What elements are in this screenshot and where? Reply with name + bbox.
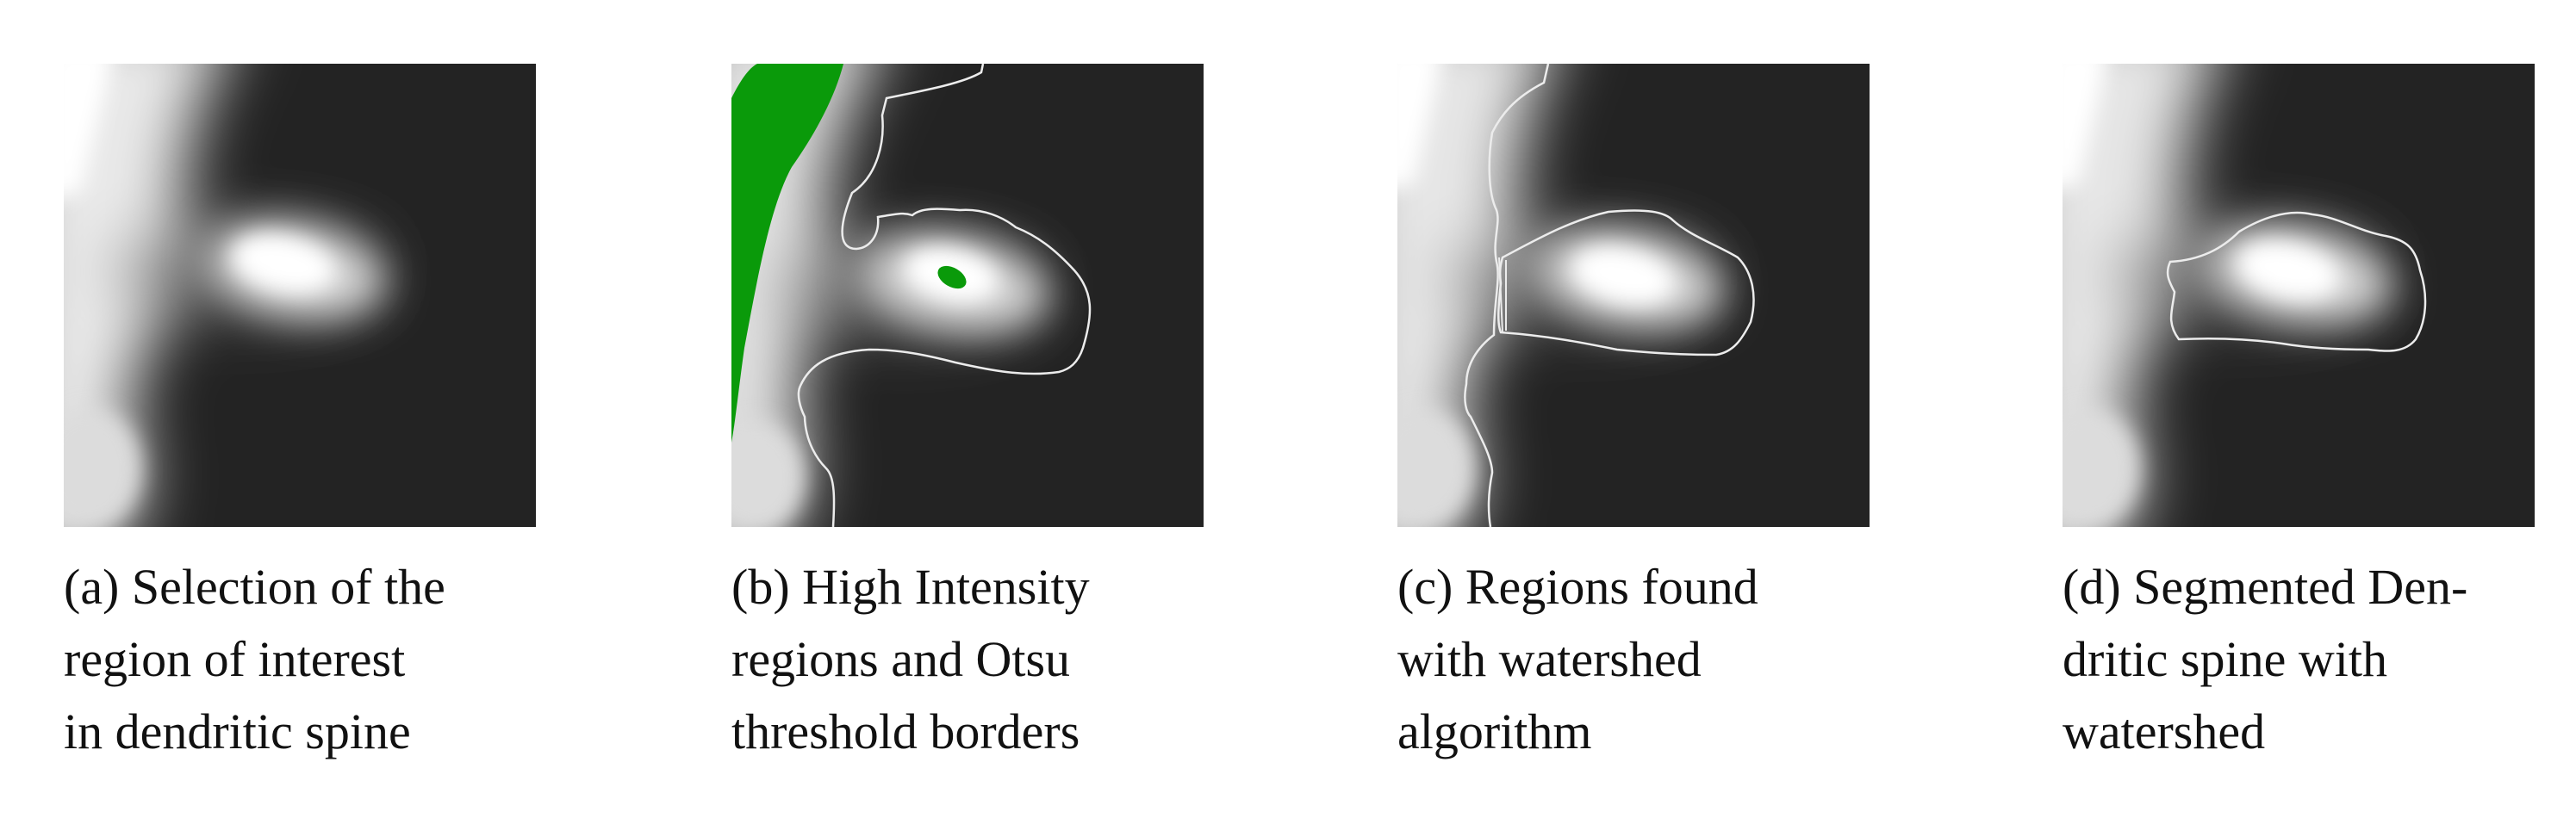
caption-c-line-3: algorithm: [1397, 703, 1592, 759]
caption-c-line-2: with watershed: [1397, 631, 1702, 687]
microscopy-image-b: [731, 64, 1204, 527]
segmented-spine-contour: [2166, 211, 2427, 352]
figure-panel-d: (d) Segmented Den- dritic spine with wat…: [2063, 0, 2576, 818]
microscopy-image-c: [1397, 64, 1870, 527]
caption-d-line-3: watershed: [2063, 703, 2266, 759]
figure-panel-b: (b) High Intensity regions and Otsu thre…: [731, 0, 1266, 818]
caption-d-line-1: (d) Segmented Den-: [2063, 559, 2468, 615]
caption-a-line-3: in dendritic spine: [64, 703, 411, 759]
caption-b-line-2: regions and Otsu: [731, 631, 1071, 687]
caption-a: (a) Selection of the region of interest …: [64, 551, 581, 768]
otsu-threshold-border: [797, 64, 1092, 527]
caption-c: (c) Regions found with watershed algorit…: [1397, 551, 1914, 768]
watershed-contour-dendrite: [1464, 64, 1550, 527]
caption-b: (b) High Intensity regions and Otsu thre…: [731, 551, 1248, 768]
figure-panel-a: (a) Selection of the region of interest …: [64, 0, 598, 818]
watershed-contour-neck: [1498, 257, 1507, 333]
caption-d: (d) Segmented Den- dritic spine with wat…: [2063, 551, 2576, 768]
caption-a-line-2: region of interest: [64, 631, 406, 687]
caption-d-line-2: dritic spine with: [2063, 631, 2387, 687]
caption-c-line-1: (c) Regions found: [1397, 559, 1758, 615]
figure-panel-c: (c) Regions found with watershed algorit…: [1397, 0, 1932, 818]
high-intensity-region-dendrite: [731, 64, 843, 443]
watershed-contour-spine: [1497, 209, 1755, 356]
caption-b-line-3: threshold borders: [731, 703, 1080, 759]
caption-a-line-1: (a) Selection of the: [64, 559, 445, 615]
caption-b-line-1: (b) High Intensity: [731, 559, 1090, 615]
microscopy-image-a: [64, 64, 536, 527]
microscopy-image-d: [2063, 64, 2535, 527]
high-intensity-region-spine: [937, 265, 967, 289]
